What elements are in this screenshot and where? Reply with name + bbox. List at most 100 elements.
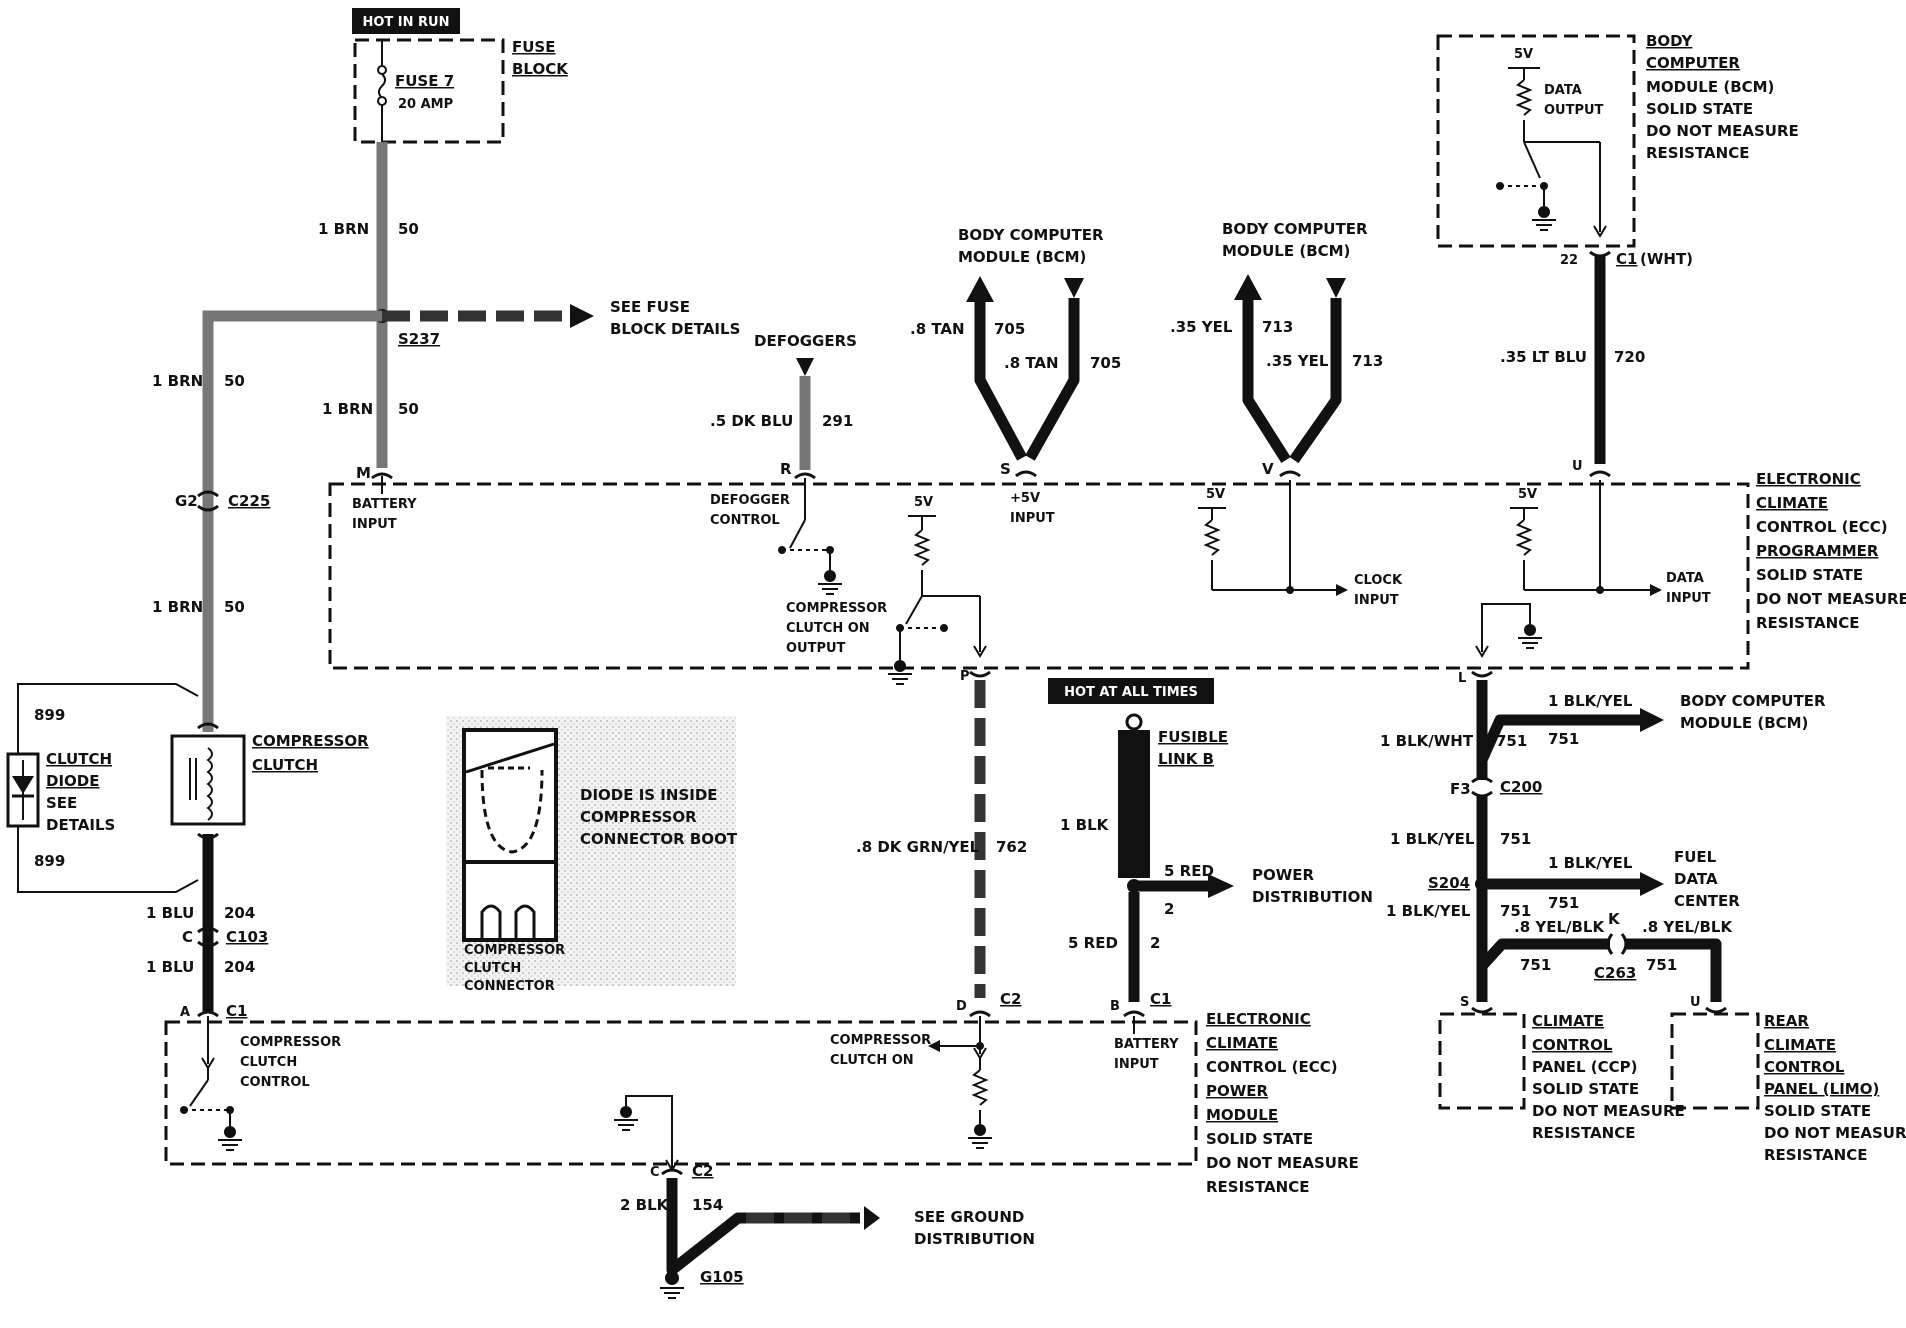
wire-label: 1 BLK/WHT [1380,732,1474,750]
bcm-title: MODULE (BCM) [1646,78,1774,96]
fusible-link-label: FUSIBLE [1158,728,1228,746]
ecc-power-title: POWER [1206,1082,1269,1100]
resistor-icon [971,1069,989,1106]
bcm-label: MODULE (BCM) [958,248,1086,266]
compressor-clutch [170,722,246,840]
wire-tan-down [1025,298,1080,461]
wire-tan-up [974,302,1027,461]
bcm-note: SOLID STATE [1646,100,1753,118]
5v-label: 5V [1206,487,1225,502]
bcm-label: BODY COMPUTER [1680,692,1826,710]
pin-b-connector [1123,1010,1145,1018]
limo-note: RESISTANCE [1764,1146,1867,1164]
arrow-left-icon [1640,708,1664,732]
svg-text:HOT IN RUN: HOT IN RUN [362,15,449,30]
resistor-icon [913,529,931,566]
pin-label: S [1460,995,1469,1010]
wire-label: 1 BRN [152,372,203,390]
wire-number: 50 [224,598,245,616]
pin-label: 22 [1560,253,1578,268]
5v-input-label: +5V [1010,491,1040,506]
fuel-data-center-label: DATA [1674,870,1718,888]
pin-label: U [1572,459,1583,474]
pin-label: V [1262,460,1274,478]
connector-caption: COMPRESSOR [464,943,565,958]
arrow-right-icon [1208,874,1234,898]
fusible-link-label: LINK B [1158,750,1214,768]
defogger-control-label: CONTROL [710,513,780,528]
pin-limo-u-connector [1705,1006,1727,1014]
wire-number: 751 [1646,956,1677,974]
defogger-control-label: DEFOGGER [710,493,790,508]
connector-label: C103 [226,928,268,946]
wire-label: .5 DK BLU [710,412,793,430]
clock-input-label: INPUT [1354,593,1399,608]
5v-label: 5V [1518,487,1537,502]
limo-title: PANEL (LIMO) [1764,1080,1879,1098]
wire-number: 2 [1164,900,1174,918]
wire-label: 1 BRN [318,220,369,238]
arrow-down-icon [1064,278,1084,298]
wire-label: .8 DK GRN/YEL [856,838,980,856]
clutch-on-label: COMPRESSOR [830,1033,931,1048]
wire-number: 291 [822,412,853,430]
ecc-power-title: CONTROL (ECC) [1206,1058,1338,1076]
fuse-label: FUSE 7 [395,72,454,90]
wire-number: 50 [398,220,419,238]
wire-number: 762 [996,838,1027,856]
fuse-block-title-1: FUSE [512,38,555,56]
power-distribution-label: POWER [1252,866,1315,884]
clutch-diode-label: CLUTCH [46,750,112,768]
connector-label: C263 [1594,964,1636,982]
clutch-on-output-label: CLUTCH ON [786,621,870,636]
splice-label: S204 [1428,874,1470,892]
connector-c263 [1606,933,1628,955]
clutch-on-output-label: OUTPUT [786,641,846,656]
5v-label: 5V [914,495,933,510]
ecc-programmer-note: RESISTANCE [1756,614,1859,632]
ecc-power-note: RESISTANCE [1206,1178,1309,1196]
pin-22-connector [1589,250,1611,258]
wire-label: 1 BLU [146,904,194,922]
wire-number: 705 [1090,354,1121,372]
wire-number: 204 [224,958,255,976]
fuel-data-center-label: CENTER [1674,892,1740,910]
wire-number: 899 [34,706,65,724]
wire-number: 720 [1614,348,1645,366]
limo-note: DO NOT MEASURE [1764,1124,1906,1142]
wire-label: .35 YEL [1266,352,1329,370]
ground-icon [1518,624,1542,649]
ccp-note: RESISTANCE [1532,1124,1635,1142]
pin-d-connector [969,1010,991,1018]
see-ground-label: SEE GROUND [914,1208,1024,1226]
wire-number: 2 [1150,934,1160,952]
arrow-left-icon [864,1206,880,1230]
wire-2-blk [666,1178,860,1276]
bcm-label: MODULE (BCM) [1680,714,1808,732]
pin-label: L [1458,671,1466,686]
ground-icon [614,1106,638,1131]
resistor-icon [1203,519,1221,556]
ccp-title: PANEL (CCP) [1532,1058,1638,1076]
ecc-programmer-box [328,482,1750,670]
pin-a-connector [197,1010,219,1018]
pin-u-connector [1589,470,1611,478]
wire-label: .8 TAN [910,320,965,338]
ground-icon [1532,206,1556,231]
pin-p-connector [969,670,991,678]
data-input-label: INPUT [1666,591,1711,606]
compressor-clutch-label: COMPRESSOR [252,732,369,750]
pin-r-connector [794,472,816,480]
wire-number: 751 [1496,732,1527,750]
pin-label: A [180,1005,190,1020]
connector-label: C1 [1616,250,1637,268]
pin-label: F3 [1450,780,1471,798]
connector-label: (WHT) [1640,250,1693,268]
ground-icon [818,570,842,595]
see-fuse-label: SEE FUSE [610,298,690,316]
limo-box [1670,1012,1760,1110]
defoggers-label: DEFOGGERS [754,332,857,350]
wire-label: .8 TAN [1004,354,1059,372]
wire-number: 204 [224,904,255,922]
wire-yel-blk-2 [1626,938,1722,1002]
